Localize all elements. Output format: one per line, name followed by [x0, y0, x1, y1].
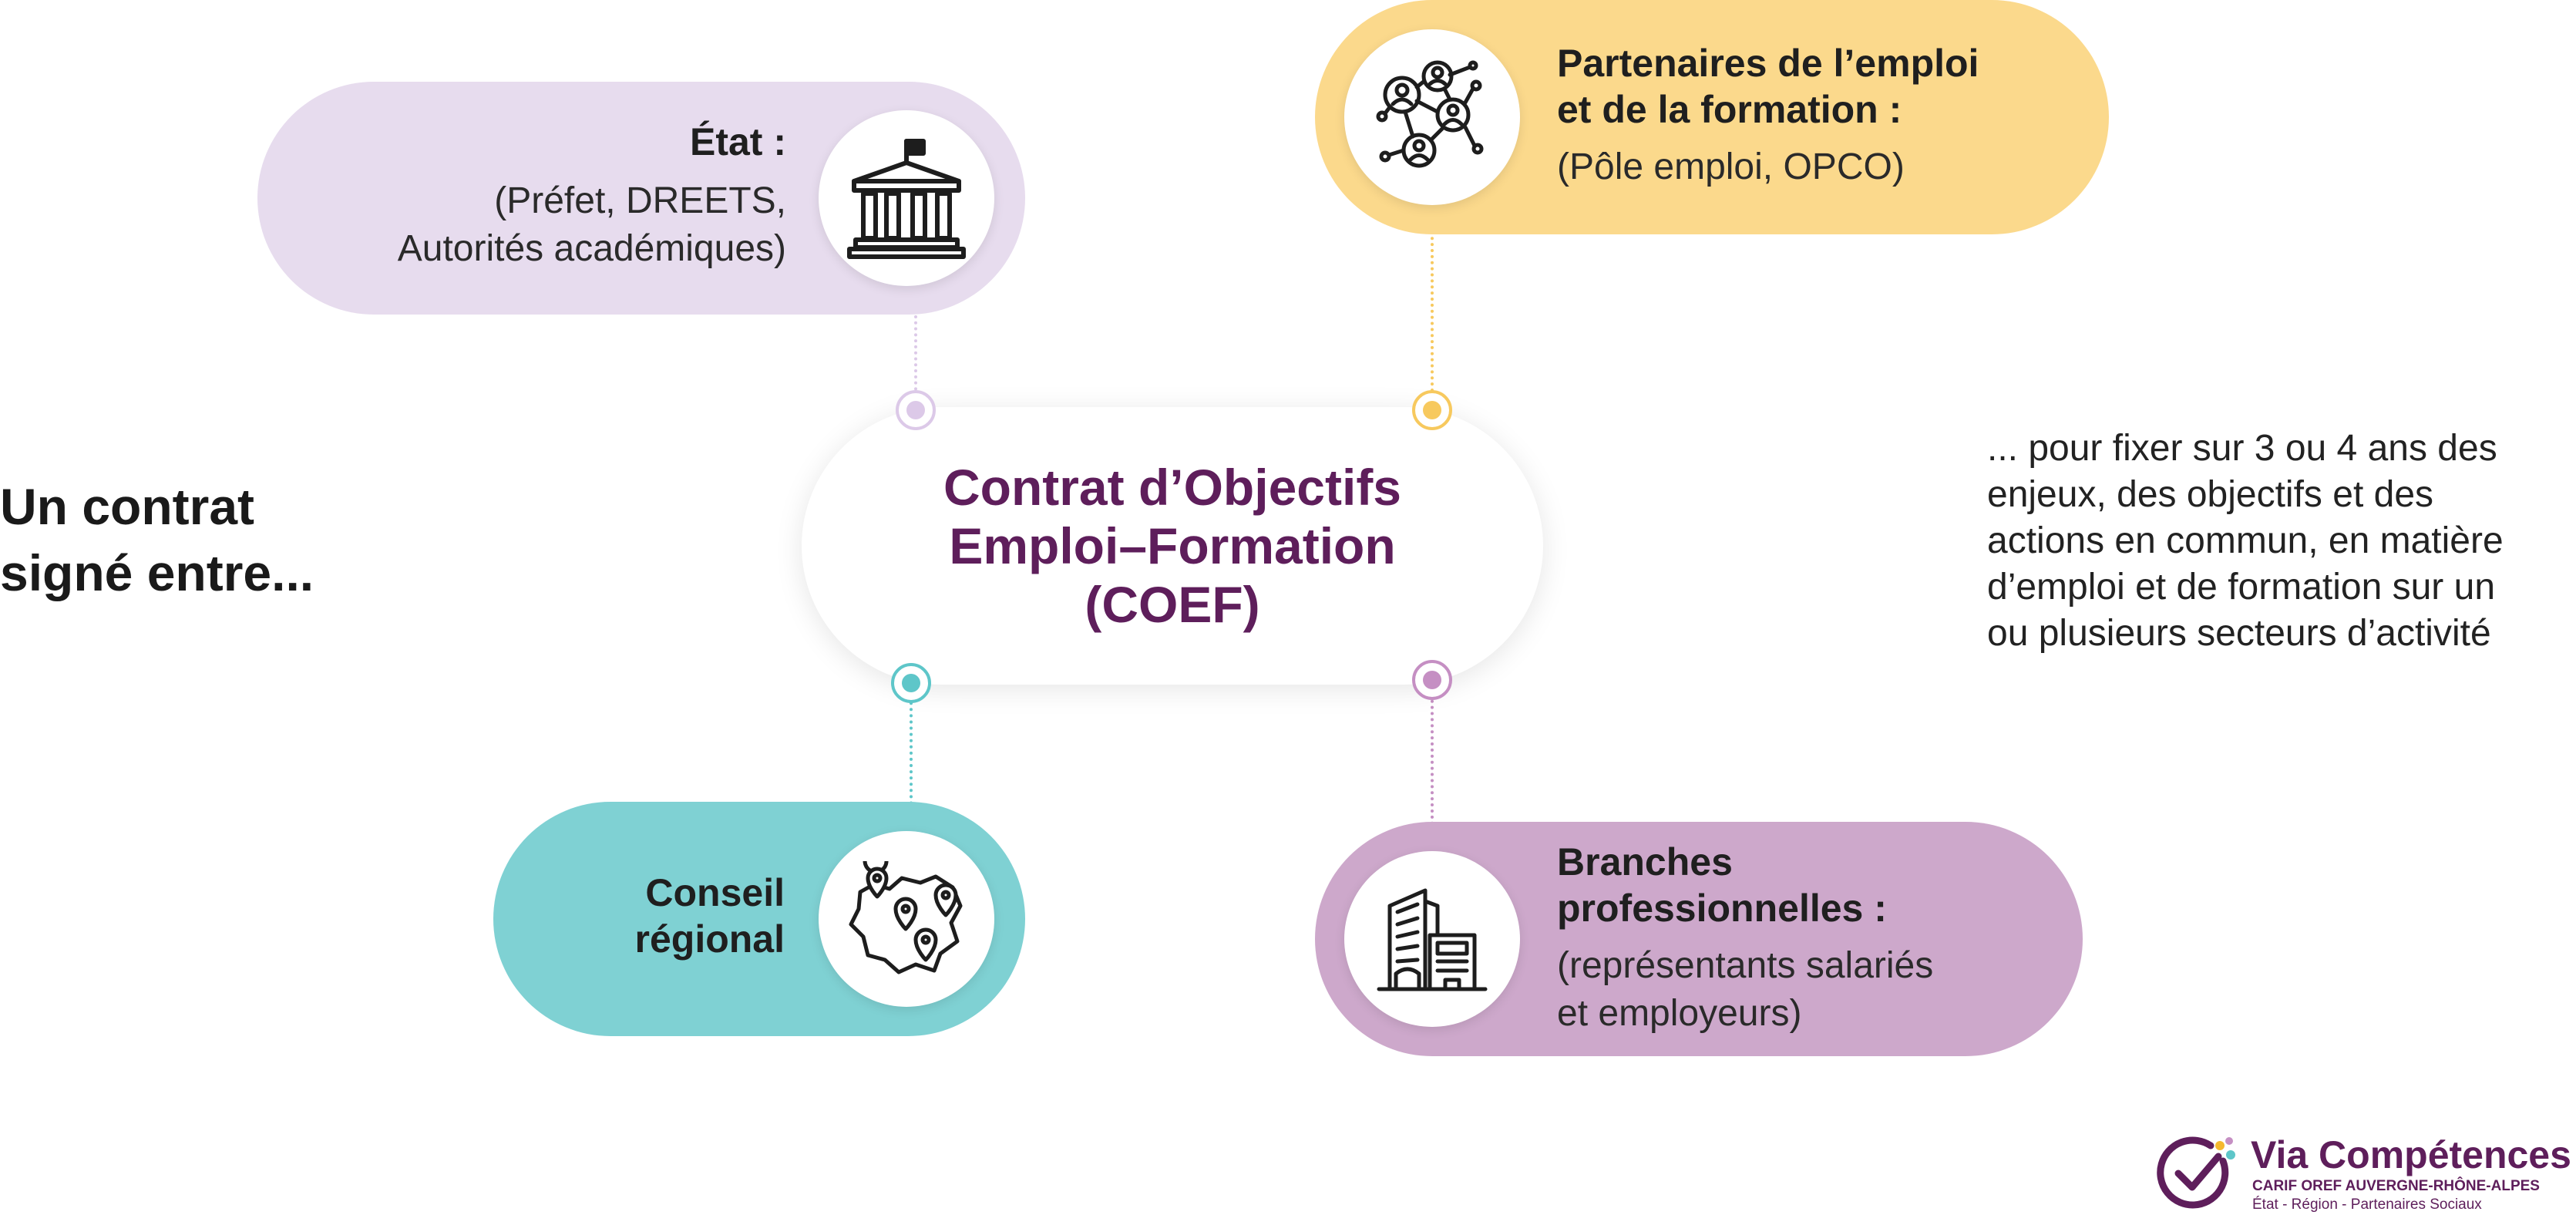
branches-title-1: Branches: [1557, 840, 1733, 883]
branches-desc-2: et employeurs): [1557, 993, 1802, 1034]
coef-title-line-1: Contrat d’Objectifs: [943, 459, 1402, 516]
purpose-line-4: d’emploi et de formation sur un: [1987, 567, 2496, 608]
partenaires-pill: Partenaires de l’emploi et de la formati…: [1315, 0, 2109, 234]
partenaires-title-1: Partenaires de l’emploi: [1557, 42, 1979, 85]
conseil-title-1: Conseil: [645, 871, 785, 914]
branches-pill: Branches professionnelles : (représentan…: [1315, 822, 2083, 1056]
branches-desc-1: (représentants salariés: [1557, 945, 1934, 986]
partenaires-title-2: et de la formation :: [1557, 88, 1902, 131]
coef-title: Contrat d’Objectifs Emploi–Formation (CO…: [879, 458, 1465, 634]
node-etat: [896, 390, 936, 430]
conseil-text: Conseil régional: [523, 870, 785, 962]
connector-branches: [1431, 682, 1434, 825]
partenaires-desc-1: (Pôle emploi, OPCO): [1557, 146, 1905, 187]
purpose-text: ... pour fixer sur 3 ou 4 ans des enjeux…: [1987, 426, 2573, 657]
logo-subtitle-1: CARIF OREF AUVERGNE-RHÔNE-ALPES: [2252, 1178, 2540, 1194]
purpose-line-5: ou plusieurs secteurs d’activité: [1987, 613, 2491, 654]
logo-name: Via Compétences: [2251, 1133, 2571, 1176]
office-buildings-icon: [1344, 851, 1520, 1027]
via-competences-check-icon: [2157, 1136, 2235, 1209]
region-map-pins-icon: [819, 831, 994, 1007]
network-people-icon: [1344, 29, 1520, 205]
etat-desc-1: (Préfet, DREETS,: [494, 180, 786, 221]
purpose-line-2: enjeux, des objectifs et des: [1987, 474, 2434, 515]
via-competences-logo: Via Compétences CARIF OREF AUVERGNE-RHÔN…: [2157, 1133, 2573, 1213]
etat-pill: État : (Préfet, DREETS, Autorités académ…: [257, 82, 1025, 315]
node-partenaires: [1412, 390, 1452, 430]
logo-subtitle-2: État - Région - Partenaires Sociaux: [2252, 1196, 2482, 1213]
intro-line-2: signé entre...: [0, 544, 314, 601]
conseil-pill: Conseil régional: [493, 802, 1025, 1036]
government-building-icon: [819, 110, 994, 286]
coef-title-line-2: Emploi–Formation: [949, 517, 1396, 574]
connector-partenaires: [1431, 200, 1434, 410]
node-branches: [1412, 660, 1452, 700]
branches-title-2: professionnelles :: [1557, 887, 1887, 930]
coef-center-pill: Contrat d’Objectifs Emploi–Formation (CO…: [802, 407, 1543, 685]
connector-conseil: [910, 683, 913, 830]
etat-text: État : (Préfet, DREETS, Autorités académ…: [308, 119, 786, 273]
coef-title-line-3: (COEF): [1085, 576, 1260, 633]
branches-text: Branches professionnelles : (représentan…: [1557, 839, 2081, 1038]
purpose-line-1: ... pour fixer sur 3 ou 4 ans des: [1987, 428, 2497, 469]
partenaires-text: Partenaires de l’emploi et de la formati…: [1557, 40, 2097, 191]
purpose-line-3: actions en commun, en matière: [1987, 520, 2504, 561]
connector-etat: [914, 285, 917, 409]
etat-title: État :: [690, 120, 786, 163]
node-conseil: [891, 663, 931, 703]
etat-desc-2: Autorités académiques): [397, 228, 786, 269]
intro-text: Un contrat signé entre...: [0, 473, 432, 606]
conseil-title-2: régional: [634, 917, 785, 961]
intro-line-1: Un contrat: [0, 478, 254, 535]
